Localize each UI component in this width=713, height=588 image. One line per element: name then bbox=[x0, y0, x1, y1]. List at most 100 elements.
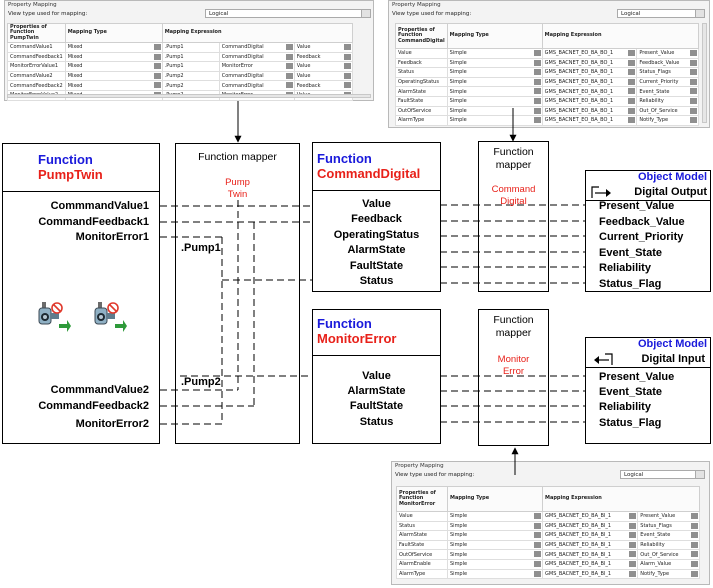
mapper-title: Function mapper bbox=[198, 151, 277, 163]
object-model-subtitle: Digital Output bbox=[634, 186, 707, 198]
pin-label: Status_Flag bbox=[599, 417, 662, 429]
pin-label: Current_Priority bbox=[599, 231, 684, 243]
mapper-name: Digital bbox=[500, 196, 527, 207]
pin-label: AlarmState bbox=[347, 244, 406, 256]
function-mapper-monitorerror-box[interactable]: Function mapper Monitor Error bbox=[478, 309, 549, 446]
view-type-label: View type used for mapping: bbox=[8, 11, 88, 17]
divider bbox=[586, 200, 710, 201]
view-type-value: Logical bbox=[624, 472, 644, 478]
column-header: Properties of Function MonitorError bbox=[396, 486, 448, 512]
chevron-down-icon[interactable] bbox=[695, 10, 704, 17]
function-name: PumpTwin bbox=[38, 167, 103, 182]
pin-label: Present_Value bbox=[599, 371, 675, 383]
table-cell[interactable]: Notify_Type bbox=[637, 568, 700, 580]
panel-title: Property Mapping bbox=[395, 463, 444, 469]
mapper-name: Error bbox=[502, 366, 525, 377]
panel-title: Property Mapping bbox=[392, 2, 441, 8]
pin-label: CommmandValue2 bbox=[50, 384, 149, 396]
pin-label: Reliability bbox=[599, 401, 651, 413]
object-model-subtitle: Digital Input bbox=[641, 353, 705, 365]
mapper-title: Function bbox=[493, 314, 534, 326]
chevron-down-icon[interactable] bbox=[361, 10, 370, 17]
view-type-label: View type used for mapping: bbox=[392, 11, 472, 17]
column-header: Mapping Expression bbox=[541, 23, 700, 49]
pin-label: MonitorError2 bbox=[75, 418, 149, 430]
function-monitorerror-box[interactable]: Function MonitorError Value AlarmState F… bbox=[312, 309, 441, 444]
mapping-table: Properties of Function PumpTwin Mapping … bbox=[7, 23, 354, 101]
object-model-title: Object Model bbox=[637, 171, 707, 183]
view-type-select[interactable]: Logical bbox=[617, 9, 705, 18]
mapper-name: Monitor bbox=[497, 354, 530, 365]
mapper-name: Pump bbox=[225, 177, 250, 188]
column-header: Properties of Function CommandDigital bbox=[395, 23, 448, 49]
pin-label: CommandFeedback2 bbox=[38, 400, 149, 412]
pin-label: Event_State bbox=[599, 386, 662, 398]
view-type-label: View type used for mapping: bbox=[395, 472, 475, 478]
divider bbox=[586, 367, 710, 368]
function-label: Function bbox=[317, 316, 372, 331]
pin-label: Feedback bbox=[351, 213, 402, 225]
table-cell[interactable]: GMS_BACNET_EO_BA_BO_1 bbox=[541, 115, 638, 126]
pump-icon bbox=[38, 302, 71, 332]
table-cell[interactable]: Simple bbox=[446, 115, 543, 126]
pin-label: AlarmState bbox=[347, 385, 406, 397]
function-commanddigital-box[interactable]: Function CommandDigital Value Feedback O… bbox=[312, 142, 441, 292]
vertical-scrollbar[interactable] bbox=[702, 23, 707, 123]
pin-label: Status bbox=[359, 275, 394, 287]
function-name: CommandDigital bbox=[317, 166, 421, 181]
column-header: Properties of Function PumpTwin bbox=[7, 23, 66, 43]
pin-label: Status bbox=[359, 416, 394, 428]
pump1-label: .Pump1 bbox=[181, 242, 221, 254]
property-mapping-panel-commanddigital: Property Mapping View type used for mapp… bbox=[388, 0, 710, 128]
column-header: Mapping Type bbox=[446, 23, 543, 49]
mapper-title: mapper bbox=[495, 327, 532, 339]
pump-icon bbox=[94, 302, 127, 332]
divider bbox=[313, 355, 440, 356]
mapping-table: Properties of Function CommandDigital Ma… bbox=[395, 23, 700, 126]
view-type-value: Logical bbox=[621, 11, 641, 17]
view-type-select[interactable]: Logical bbox=[620, 470, 705, 479]
pin-label: Value bbox=[362, 198, 391, 210]
mapper-name: Command bbox=[491, 184, 536, 195]
chevron-down-icon[interactable] bbox=[695, 471, 704, 478]
column-header: Mapping Type bbox=[64, 23, 163, 43]
pump2-label: .Pump2 bbox=[181, 376, 221, 388]
pin-label: Event_State bbox=[599, 247, 662, 259]
property-mapping-panel-monitorerror: Property Mapping View type used for mapp… bbox=[391, 461, 710, 585]
pin-label: Status_Flag bbox=[599, 278, 662, 290]
pin-label: Present_Value bbox=[599, 200, 675, 212]
function-name: MonitorError bbox=[317, 331, 397, 346]
pin-label: Value bbox=[362, 370, 391, 382]
object-model-digital-output-box[interactable]: Object Model Digital Output Present_Valu… bbox=[585, 170, 711, 292]
divider bbox=[313, 190, 440, 191]
horizontal-scrollbar[interactable] bbox=[7, 94, 371, 98]
mapping-table: Properties of Function MonitorError Mapp… bbox=[396, 486, 700, 580]
pin-label: FaultState bbox=[349, 400, 404, 412]
panel-title: Property Mapping bbox=[8, 2, 57, 8]
function-label: Function bbox=[317, 151, 372, 166]
mapper-title: Function bbox=[493, 146, 534, 158]
pin-label: CommandFeedback1 bbox=[38, 216, 149, 228]
table-cell[interactable]: GMS_BACNET_EO_BA_BI_1 bbox=[541, 568, 639, 580]
function-mapper-pumptwin-box[interactable]: Function mapper Pump Twin .Pump1 .Pump2 bbox=[175, 143, 300, 444]
pin-label: Feedback_Value bbox=[599, 216, 685, 228]
object-model-digital-input-box[interactable]: Object Model Digital Input Present_Value… bbox=[585, 337, 711, 444]
pin-label: FaultState bbox=[349, 260, 404, 272]
column-header: Mapping Expression bbox=[542, 486, 700, 512]
object-output-icon bbox=[591, 186, 611, 198]
view-type-select[interactable]: Logical bbox=[205, 9, 371, 18]
pin-label: OperatingStatus bbox=[333, 229, 420, 241]
function-mapper-commanddigital-box[interactable]: Function mapper Command Digital bbox=[478, 141, 549, 292]
table-cell[interactable]: Notify_Type bbox=[636, 115, 699, 126]
pin-label: MonitorError1 bbox=[75, 231, 149, 243]
object-input-icon bbox=[594, 353, 613, 365]
divider bbox=[3, 191, 159, 192]
column-header: Mapping Expression bbox=[161, 23, 354, 43]
function-label: Function bbox=[38, 152, 93, 167]
function-pumptwin-box[interactable]: Function PumpTwin CommmandValue1 Command… bbox=[2, 143, 160, 444]
